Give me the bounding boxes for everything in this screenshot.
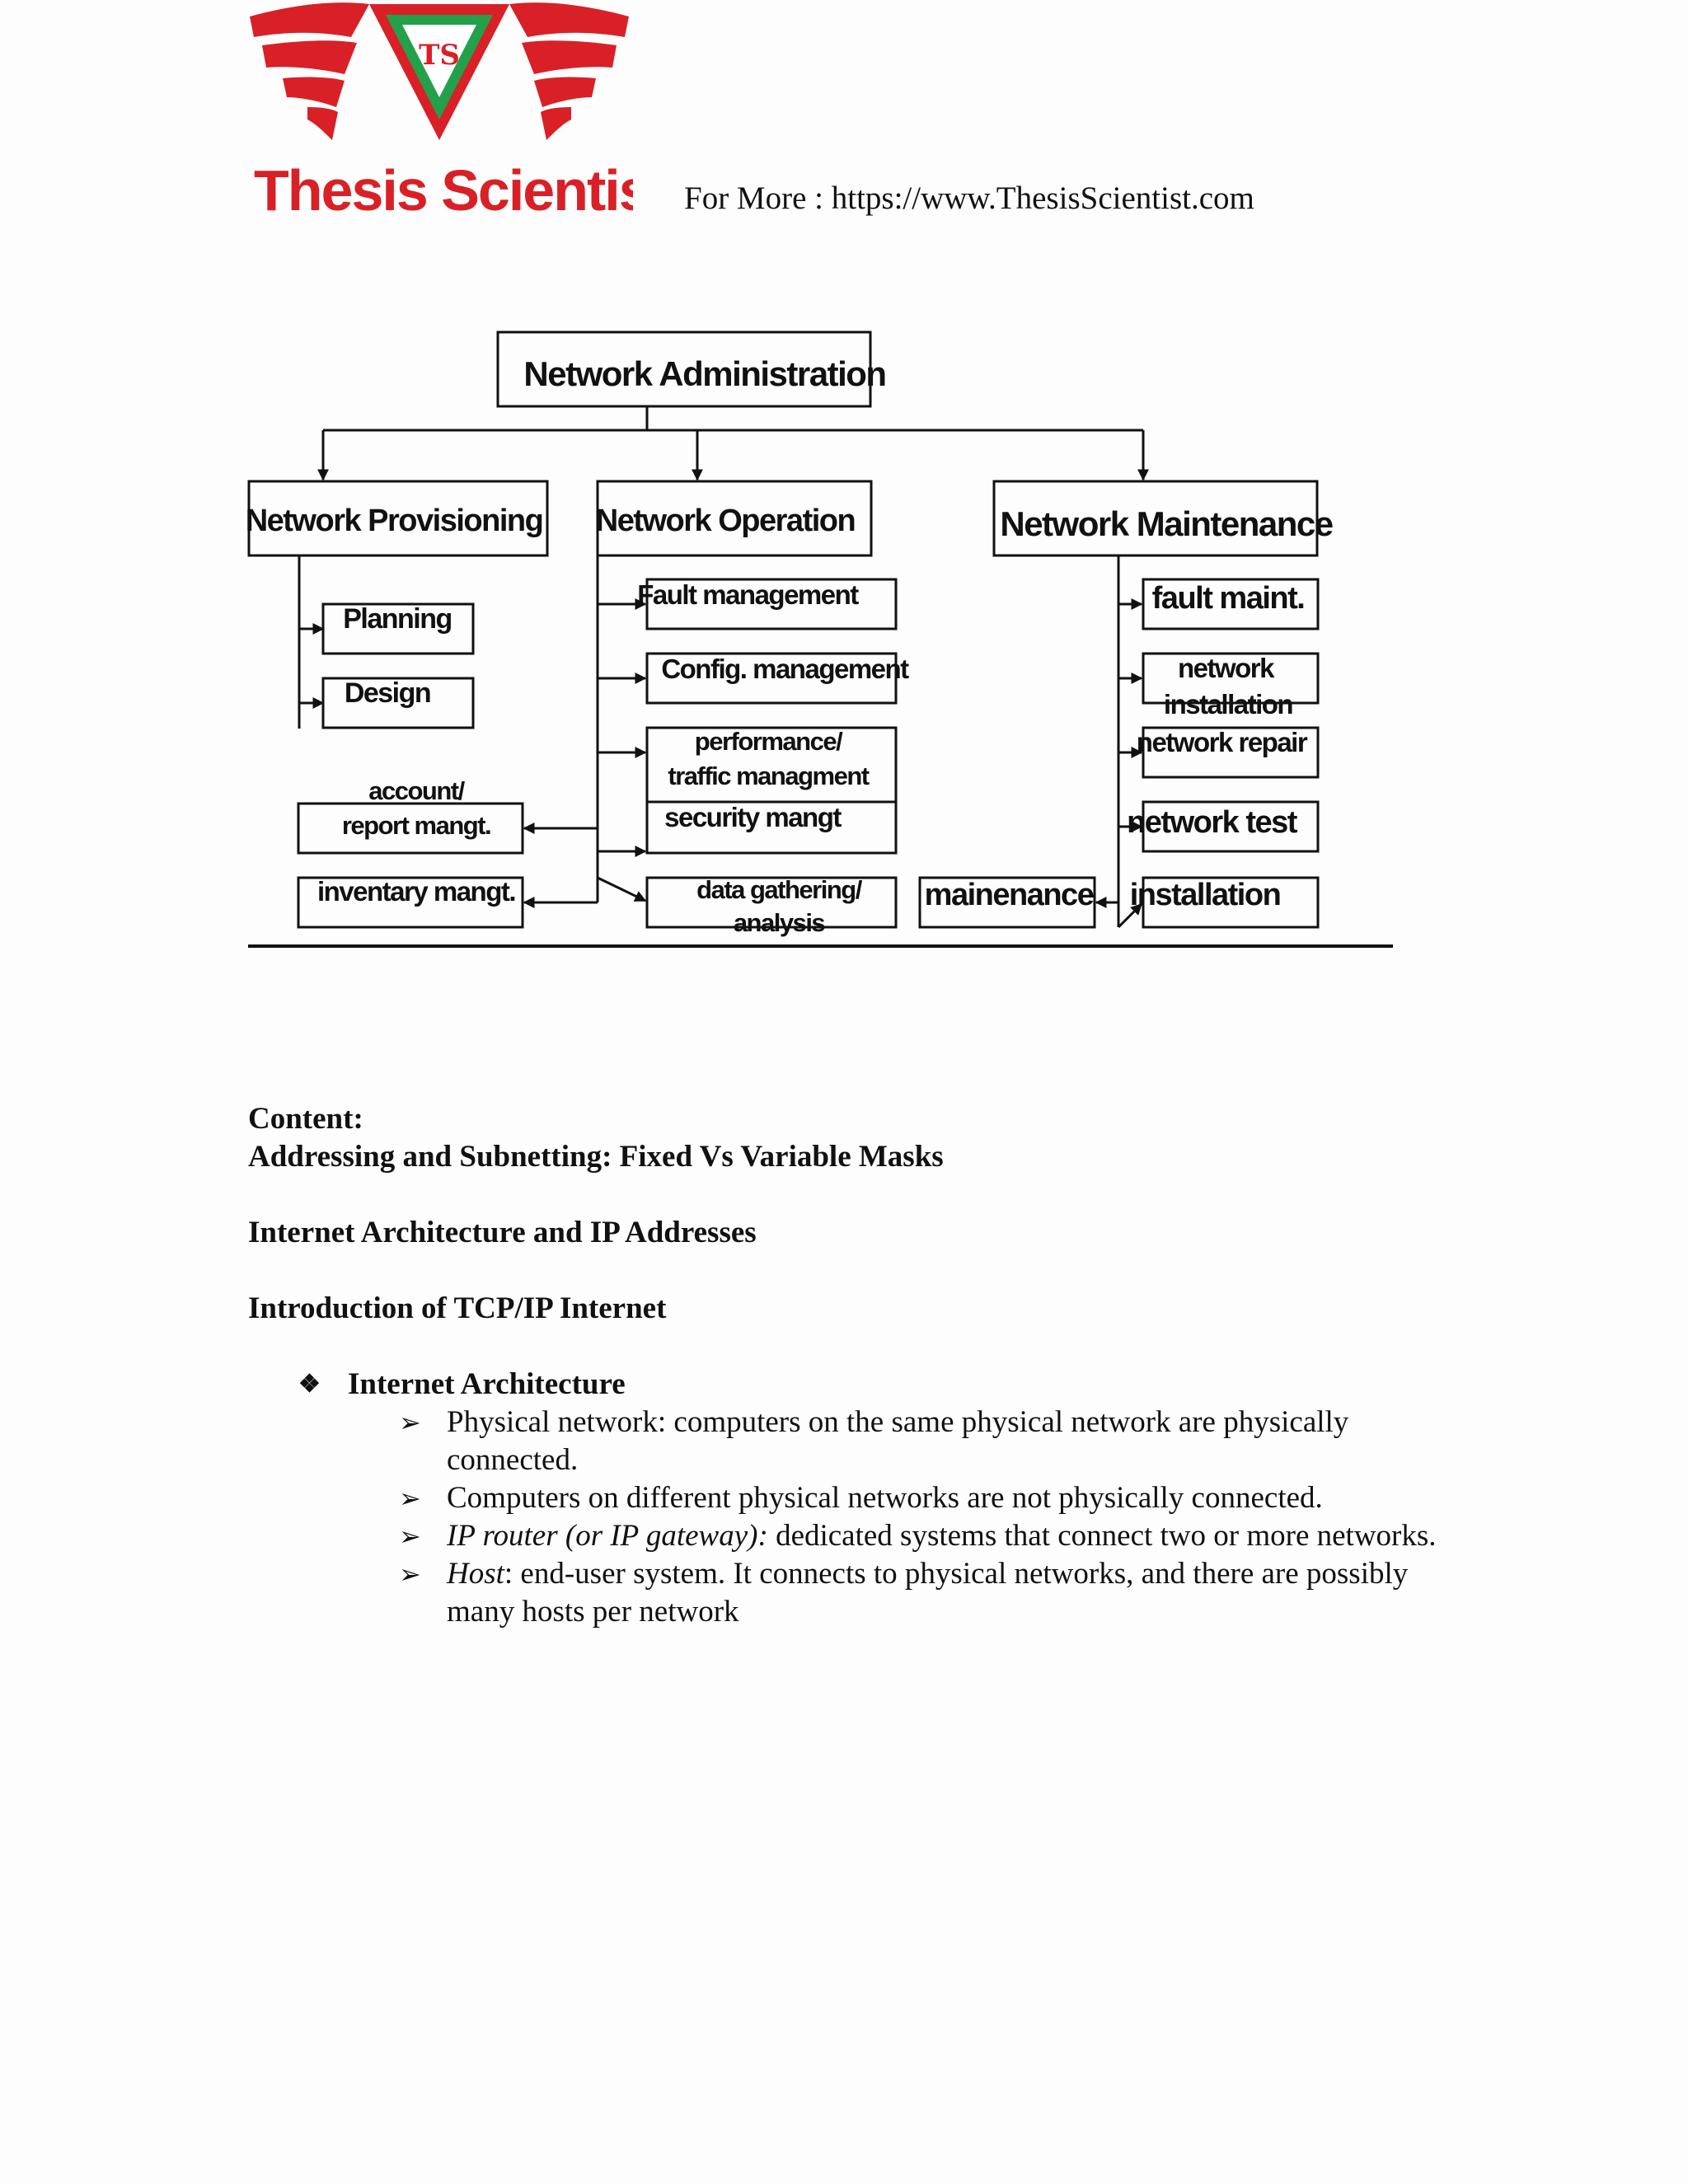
list-item: ➢ IP router (or IP gateway): dedicated s… (399, 1517, 1452, 1555)
list-item-term: IP router (or IP gateway): (447, 1519, 768, 1553)
node-network-installation-line1: network (1178, 653, 1275, 683)
list-item: ➢ Physical network: computers on the sam… (399, 1404, 1452, 1479)
diagram-boxes (247, 330, 1320, 929)
list-item-text: Physical network: computers on the same … (447, 1405, 1349, 1477)
bullet-internet-architecture: ❖ Internet Architecture (298, 1366, 1484, 1404)
right-wing-icon (509, 2, 629, 140)
node-performance-line2: traffic managment (668, 762, 869, 790)
node-account-line1: account/ (368, 776, 465, 805)
arrow-bullet-icon: ➢ (399, 1521, 421, 1551)
triangle-emblem-icon: TS (369, 4, 509, 140)
list-item-text: Computers on different physical networks… (447, 1481, 1323, 1515)
arrow-bullet-icon: ➢ (399, 1483, 421, 1513)
node-mainenance: mainenance (925, 878, 1094, 912)
node-data-gathering-line1: data gathering/ (696, 875, 863, 904)
node-network-repair: network repair (1137, 727, 1308, 757)
bullet-title: Internet Architecture (348, 1367, 626, 1401)
list-item-text: dedicated systems that connect two or mo… (767, 1519, 1437, 1553)
content-label: Content: (248, 1102, 363, 1136)
node-network-provisioning: Network Provisioning (246, 504, 543, 538)
node-account-line2: report mangt. (342, 811, 490, 840)
list-item-term: Host (447, 1557, 504, 1591)
node-network-installation-line2: installation (1164, 689, 1293, 719)
logo-monogram: TS (419, 39, 460, 72)
content-section: Content: Addressing and Subnetting: Fixe… (248, 1100, 1484, 1631)
network-administration-diagram: Network Administration Network Provision… (246, 330, 1393, 948)
website-link[interactable]: For More : https://www.ThesisScientist.c… (684, 180, 1254, 216)
node-network-operation: Network Operation (596, 504, 855, 538)
node-fault-maint: fault maint. (1152, 581, 1305, 616)
list-item-text: : end-user system. It connects to physic… (447, 1557, 1409, 1629)
node-performance-line1: performance/ (695, 727, 843, 756)
node-config-management: Config. management (661, 654, 909, 684)
node-network-test: network test (1127, 805, 1298, 840)
logo-text: Thesis Scientist (254, 158, 633, 223)
list-item: ➢ Host: end-user system. It connects to … (399, 1555, 1452, 1631)
arrow-bullet-icon: ➢ (399, 1408, 421, 1437)
node-planning: Planning (343, 603, 452, 635)
node-security-mangt: security mangt (664, 802, 842, 832)
diagram-connectors (298, 406, 1149, 929)
node-data-gathering-line2: analysis (734, 908, 825, 937)
node-fault-management: Fault management (637, 579, 859, 610)
left-wing-icon (250, 2, 369, 140)
heading-tcp-ip: Introduction of TCP/IP Internet (248, 1291, 667, 1325)
diamond-bullet-icon: ❖ (298, 1371, 321, 1398)
node-design: Design (345, 677, 430, 709)
node-inventary-mangt: inventary mangt. (317, 876, 515, 907)
node-network-maintenance: Network Maintenance (1000, 504, 1332, 543)
heading-internet-architecture: Internet Architecture and IP Addresses (248, 1216, 757, 1249)
node-installation: installation (1130, 878, 1281, 912)
thesis-scientist-logo: TS Thesis Scientist (250, 2, 633, 223)
list-item: ➢ Computers on different physical networ… (399, 1479, 1452, 1517)
node-network-administration: Network Administration (523, 354, 885, 393)
arrow-bullet-icon: ➢ (399, 1559, 421, 1589)
heading-addressing: Addressing and Subnetting: Fixed Vs Vari… (248, 1140, 944, 1174)
architecture-list: ➢ Physical network: computers on the sam… (399, 1404, 1452, 1631)
